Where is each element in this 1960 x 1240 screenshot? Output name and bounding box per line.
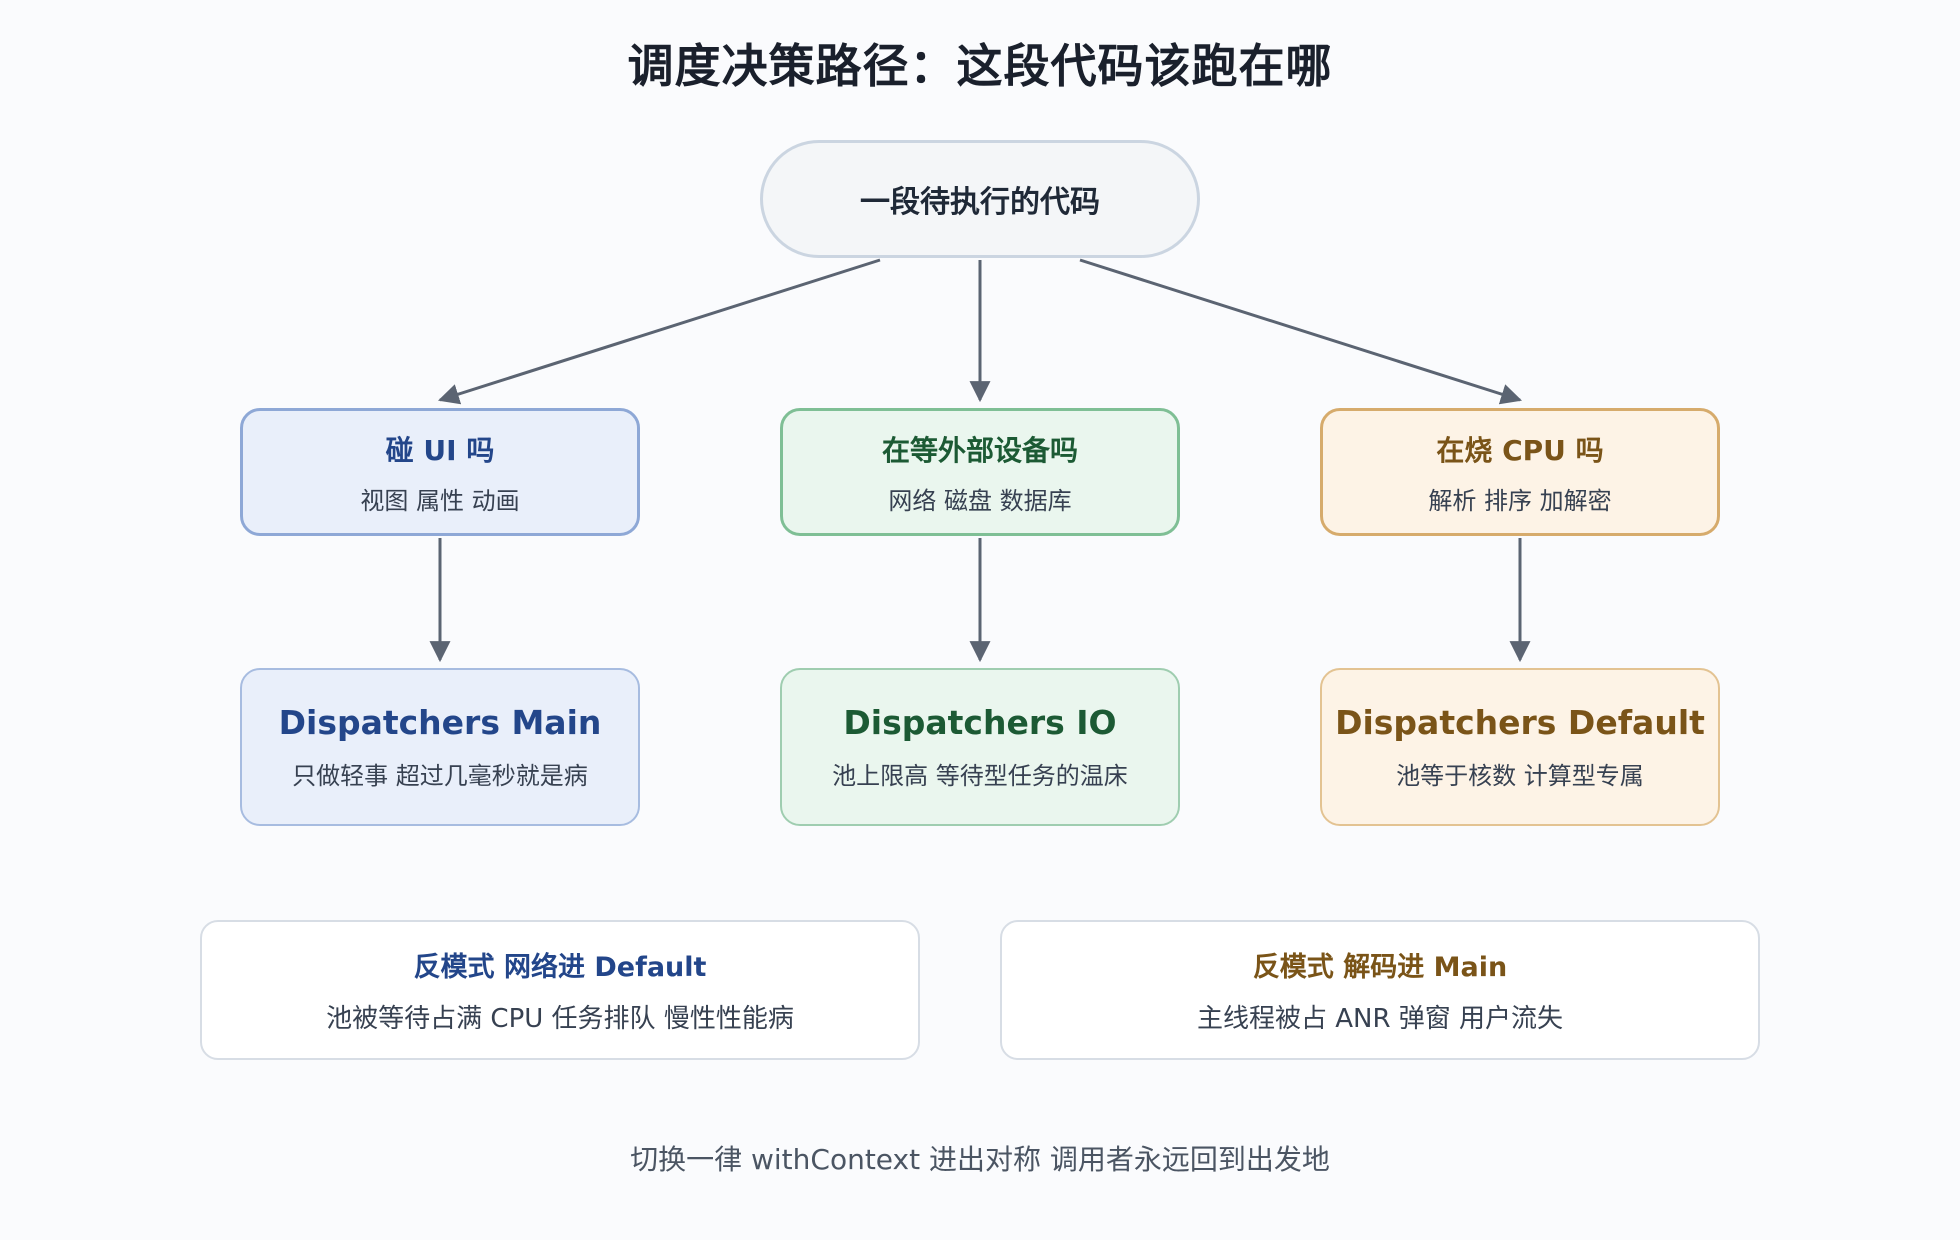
dispatcher-default: Dispatchers Default 池等于核数 计算型专属 [1320, 668, 1720, 826]
anti-pattern-network-desc: 池被等待占满 CPU 任务排队 慢性性能病 [326, 1004, 794, 1034]
dispatcher-io-title: Dispatchers IO [843, 703, 1117, 742]
dispatcher-default-title: Dispatchers Default [1335, 703, 1705, 742]
anti-pattern-network-in-default: 反模式 网络进 Default 池被等待占满 CPU 任务排队 慢性性能病 [200, 920, 920, 1060]
question-burn-cpu: 在烧 CPU 吗 解析 排序 加解密 [1320, 408, 1720, 536]
diagram-title: 调度决策路径：这段代码该跑在哪 [627, 39, 1333, 93]
arrow-root-to-cpu [1079, 258, 1523, 405]
arrow-root-to-ui [437, 258, 881, 405]
question-wait-io: 在等外部设备吗 网络 磁盘 数据库 [780, 408, 1180, 536]
dispatcher-io-desc: 池上限高 等待型任务的温床 [832, 762, 1128, 790]
question-burn-cpu-desc: 解析 排序 加解密 [1428, 486, 1612, 515]
footer-note: 切换一律 withContext 进出对称 调用者永远回到出发地 [630, 1143, 1330, 1176]
anti-pattern-decode-in-main: 反模式 解码进 Main 主线程被占 ANR 弹窗 用户流失 [1000, 920, 1760, 1060]
dispatcher-main-desc: 只做轻事 超过几毫秒就是病 [292, 762, 588, 790]
anti-pattern-network-title: 反模式 网络进 Default [413, 952, 707, 983]
question-touch-ui: 碰 UI 吗 视图 属性 动画 [240, 408, 640, 536]
root-node-label: 一段待执行的代码 [860, 185, 1100, 220]
dispatcher-main-title: Dispatchers Main [278, 703, 602, 742]
dispatcher-main: Dispatchers Main 只做轻事 超过几毫秒就是病 [240, 668, 640, 826]
root-node: 一段待执行的代码 [760, 140, 1200, 258]
question-burn-cpu-title: 在烧 CPU 吗 [1436, 433, 1604, 467]
question-wait-io-desc: 网络 磁盘 数据库 [888, 486, 1072, 515]
question-wait-io-title: 在等外部设备吗 [881, 433, 1078, 467]
question-touch-ui-title: 碰 UI 吗 [385, 433, 495, 467]
question-touch-ui-desc: 视图 属性 动画 [360, 486, 520, 515]
dispatcher-io: Dispatchers IO 池上限高 等待型任务的温床 [780, 668, 1180, 826]
dispatcher-default-desc: 池等于核数 计算型专属 [1396, 762, 1644, 790]
anti-pattern-decode-desc: 主线程被占 ANR 弹窗 用户流失 [1196, 1004, 1564, 1034]
anti-pattern-decode-title: 反模式 解码进 Main [1252, 952, 1508, 983]
